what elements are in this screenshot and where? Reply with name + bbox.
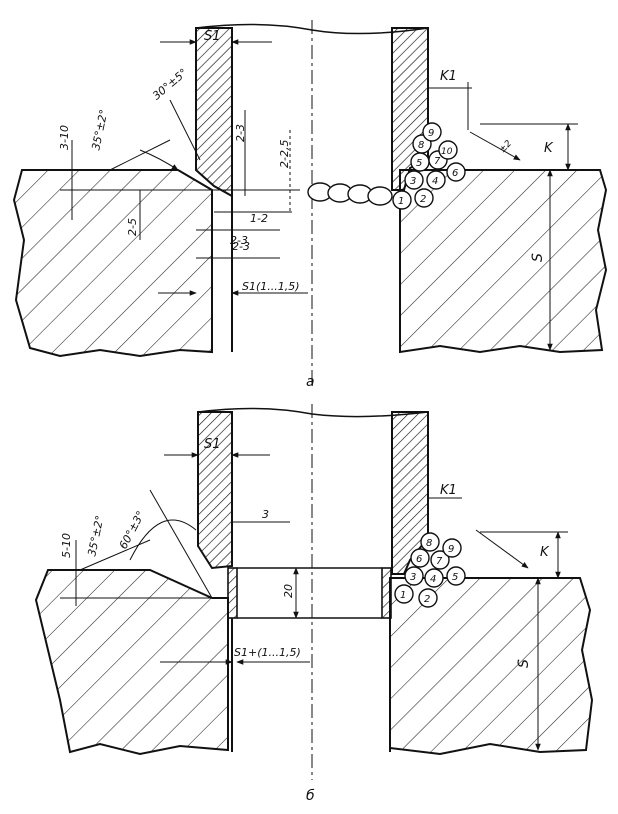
label-weld-dim-a: ±2: [498, 139, 515, 156]
label-s1-b: S1: [204, 437, 221, 452]
label-1-2-a: 1-2: [250, 212, 268, 225]
label-2-2_5-a: 2-2,5: [278, 140, 291, 168]
label-20-b: 20: [282, 584, 295, 598]
plate-right-b: [389, 577, 594, 756]
label-angle-plate-a: 35°±2°: [89, 108, 110, 151]
plate-right-a: [399, 169, 608, 354]
svg-text:4: 4: [430, 574, 436, 585]
svg-text:8: 8: [426, 538, 432, 549]
svg-text:8: 8: [418, 140, 424, 151]
backing-ring-right-b: [381, 567, 392, 619]
label-gap-a: 2-3: [230, 234, 248, 247]
svg-text:4: 4: [432, 176, 438, 187]
label-k-a: K: [544, 141, 554, 156]
svg-text:6: 6: [452, 168, 458, 179]
label-k1-a: K1: [440, 69, 457, 84]
label-s-a: S: [530, 253, 546, 262]
caption-a: а: [306, 374, 315, 390]
label-k-b: K: [540, 545, 550, 560]
pipe-wall-left-a: [195, 27, 233, 198]
label-3-10-a: 3-10: [58, 125, 71, 150]
root-bead-chain-a: [307, 182, 393, 206]
label-s1-range-a: S1(1...1,5): [242, 280, 300, 293]
label-s-b: S: [516, 659, 532, 668]
label-s1-a: S1: [204, 29, 221, 44]
svg-text:6: 6: [416, 554, 422, 565]
svg-text:7: 7: [434, 156, 441, 167]
label-5-10-b: 5-10: [60, 533, 73, 558]
label-2-3-horiz-a: 2-3: [232, 240, 250, 253]
svg-text:3: 3: [410, 572, 416, 583]
svg-text:1: 1: [400, 590, 406, 601]
svg-text:5: 5: [416, 158, 422, 169]
label-3-b: 3: [262, 508, 269, 521]
weld-beads-a: 1 2 3 4 5 6 7 8 9 10: [392, 122, 466, 210]
svg-text:1: 1: [398, 196, 404, 207]
svg-text:7: 7: [436, 556, 443, 567]
label-2-3-vert-a: 2-3: [234, 124, 247, 142]
svg-text:2: 2: [424, 594, 430, 605]
label-k1-b: K1: [440, 483, 457, 498]
label-2-5-a: 2-5: [126, 218, 139, 236]
weld-beads-b: 1 2 3 4 5 6 7 8 9: [394, 532, 466, 608]
svg-text:9: 9: [448, 544, 454, 555]
label-s1-range-b: S1+(1...1,5): [234, 646, 301, 659]
svg-text:5: 5: [452, 572, 458, 583]
label-angle-bevel-b: 60°±3°: [117, 509, 148, 551]
pipe-wall-left-b: [197, 411, 233, 570]
svg-text:2: 2: [420, 194, 426, 205]
caption-b: б: [306, 788, 315, 804]
label-angle-plate-b: 35°±2°: [85, 514, 106, 557]
plate-left-a: [12, 169, 213, 358]
backing-ring-left-b: [227, 567, 238, 619]
svg-text:10: 10: [441, 147, 453, 157]
svg-text:3: 3: [410, 176, 416, 187]
figure-a: 1 2 3 4 5 6 7 8 9 10 S1 30°±5°: [12, 20, 608, 390]
svg-text:9: 9: [428, 128, 434, 139]
label-angle-bevel-a: 30°±5°: [150, 66, 190, 102]
figure-b: 1 2 3 4 5 6 7 8 9 S1 60°±3° 35°±2°: [34, 404, 594, 804]
